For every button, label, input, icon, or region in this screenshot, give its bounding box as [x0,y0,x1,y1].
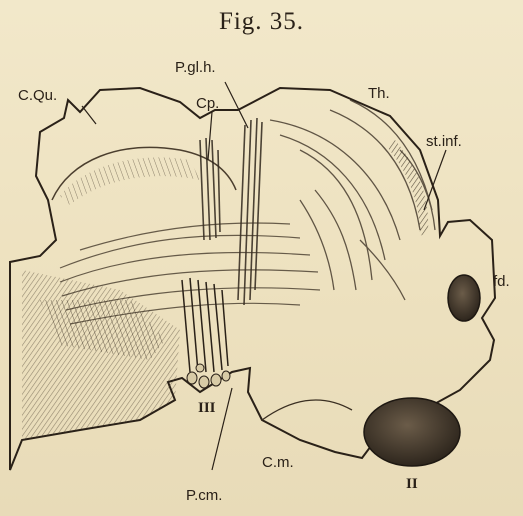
c-m-contour [262,400,352,420]
fd-body [448,275,480,321]
optic-nerve [364,398,460,466]
label-c-m: C.m. [262,454,294,471]
crus-region [22,270,180,440]
label-p-cm: P.cm. [186,487,222,504]
label-fd: fd. [493,273,510,290]
label-st-inf: st.inf. [426,133,462,150]
label-cp: Cp. [196,95,219,112]
oculomotor-roots [182,278,228,372]
label-c-qu: C.Qu. [18,87,57,104]
label-iii: III [198,400,216,416]
label-ii: II [406,476,418,492]
oculomotor-nuclei [187,364,230,388]
label-th: Th. [368,85,390,102]
label-p-gl-h: P.gl.h. [175,59,216,76]
c-qu-shading [60,157,200,205]
thalamus-fibers [270,100,435,300]
